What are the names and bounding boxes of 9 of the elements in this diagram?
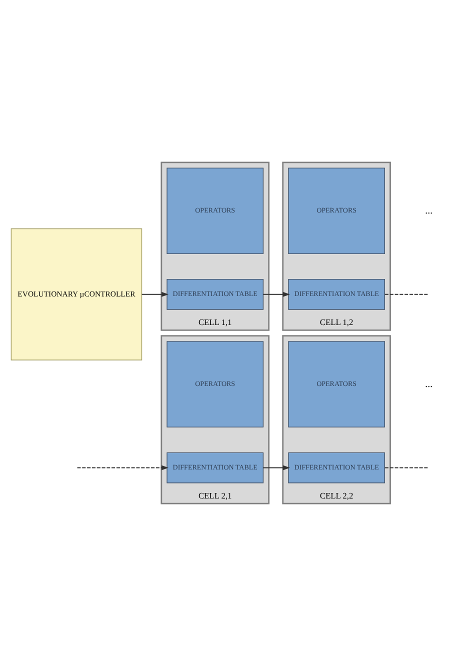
- connector: [384, 467, 428, 468]
- arrow: [263, 292, 290, 297]
- node-box: EVOLUTIONARY µCONTROLLER: [10, 228, 142, 360]
- arrow: [142, 292, 169, 297]
- arrow: [263, 465, 290, 470]
- connector: [384, 294, 428, 295]
- label: ...: [425, 205, 433, 216]
- arrow: [77, 465, 168, 470]
- label: ...: [425, 378, 433, 390]
